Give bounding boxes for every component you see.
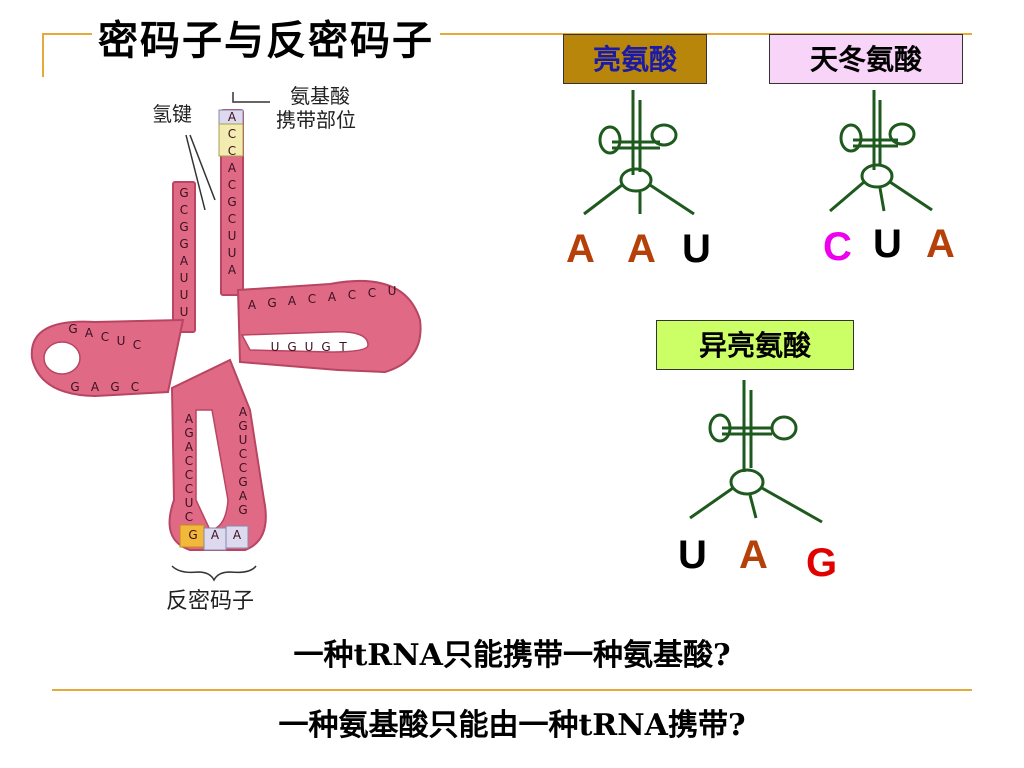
trna-base: C xyxy=(367,286,377,300)
trna-base: G xyxy=(287,340,297,354)
trna-base: C xyxy=(227,212,237,226)
trna-base: G xyxy=(184,426,194,440)
trna-base: C xyxy=(179,203,189,217)
trna-base: U xyxy=(238,433,248,447)
trna-base: U xyxy=(179,271,189,285)
trna-base: A xyxy=(227,110,237,124)
anticodon-base: A xyxy=(739,533,768,577)
trna-icon-isoleucine xyxy=(689,380,823,524)
trna-base: U xyxy=(184,496,194,510)
trna-base: G xyxy=(238,419,248,433)
trna-base: A xyxy=(90,380,100,394)
trna-base: G xyxy=(179,186,189,200)
trna-base: A xyxy=(84,326,94,340)
trna-base: C xyxy=(238,461,248,475)
trna-base: U xyxy=(116,334,126,348)
d-loop-hole xyxy=(43,341,81,375)
trna-base: G xyxy=(321,340,331,354)
trna-base: U xyxy=(270,340,280,354)
trna-base: A xyxy=(227,263,237,277)
trna-base: G xyxy=(267,296,277,310)
trna-base: A xyxy=(232,528,242,542)
amino-acid-label-leucine: 亮氨酸 xyxy=(563,34,707,84)
anticodon-base: A xyxy=(627,227,656,271)
trna-base: C xyxy=(130,380,140,394)
acceptor-cca-cells xyxy=(218,123,244,157)
trna-base: A xyxy=(287,294,297,308)
trna-icon-leucine xyxy=(583,90,695,216)
amino-acid-label-aspartic-acid: 天冬氨酸 xyxy=(769,34,963,84)
anticodon-base: U xyxy=(682,227,711,271)
trna-base: G xyxy=(227,195,237,209)
trna-base: A xyxy=(327,290,337,304)
anticodon-base: A xyxy=(566,227,595,271)
trna-icon-aspartic-acid xyxy=(829,90,933,213)
trna-base: A xyxy=(184,440,194,454)
d-arm xyxy=(30,318,185,398)
trna-base: T xyxy=(339,340,347,354)
anticodon-base: A xyxy=(926,222,955,266)
title-accent-bracket xyxy=(42,33,44,77)
trna-base: G xyxy=(238,475,248,489)
trna-base: A xyxy=(247,298,257,312)
trna-base: C xyxy=(227,144,237,158)
slide-title: 密码子与反密码子 xyxy=(92,8,440,66)
trna-base: U xyxy=(304,340,314,354)
trna-base: C xyxy=(227,127,237,141)
anticodon-base: U xyxy=(873,222,902,266)
trna-base: U xyxy=(227,229,237,243)
trna-base: U xyxy=(227,246,237,260)
trna-base: A xyxy=(184,412,194,426)
trna-base: G xyxy=(188,528,198,542)
trna-base: C xyxy=(184,468,194,482)
trna-base: C xyxy=(307,292,317,306)
anticodon-base: U xyxy=(678,533,707,577)
hydrogen-bond-pointer-2 xyxy=(189,134,216,201)
trna-base: C xyxy=(184,482,194,496)
amino-acid-label-isoleucine: 异亮氨酸 xyxy=(656,320,854,370)
trna-base: G xyxy=(238,503,248,517)
hydrogen-bond-label: 氢键 xyxy=(152,102,192,126)
trna-base: U xyxy=(179,305,189,319)
trna-base: G xyxy=(110,380,120,394)
trna-base: G xyxy=(68,322,78,336)
trna-base: C xyxy=(100,330,110,344)
trna-base: G xyxy=(179,237,189,251)
trna-base: G xyxy=(179,220,189,234)
amino-acid-site-pointer xyxy=(232,92,270,103)
trna-base: C xyxy=(184,454,194,468)
trna-base: A xyxy=(210,528,220,542)
trna-base: A xyxy=(238,489,248,503)
amino-acid-site-label-2: 携带部位 xyxy=(276,108,356,132)
trna-base: A xyxy=(238,405,248,419)
trna-base: C xyxy=(132,338,142,352)
divider-line xyxy=(52,689,972,691)
hydrogen-bond-pointer xyxy=(185,134,206,211)
question-1: 一种tRNA只能携带一种氨基酸? xyxy=(293,638,731,673)
acceptor-stem-left xyxy=(172,181,196,333)
trna-base: A xyxy=(227,161,237,175)
trna-base: U xyxy=(179,288,189,302)
anticodon-label: 反密码子 xyxy=(166,589,255,614)
trna-base: C xyxy=(347,288,357,302)
question-2: 一种氨基酸只能由一种tRNA携带? xyxy=(278,708,746,743)
amino-acid-site-label-1: 氨基酸 xyxy=(290,84,350,108)
anticodon-base: C xyxy=(823,225,852,269)
trna-base: A xyxy=(179,254,189,268)
anticodon-base: G xyxy=(806,541,838,585)
trna-base: U xyxy=(387,284,397,298)
anticodon-brace xyxy=(171,565,257,582)
title-accent-line xyxy=(42,33,972,35)
trna-base: C xyxy=(238,447,248,461)
trna-base: G xyxy=(70,380,80,394)
trna-base: C xyxy=(227,178,237,192)
trna-base: C xyxy=(184,510,194,524)
t-loop-hole xyxy=(240,331,369,353)
anticodon-highlight-3 xyxy=(225,525,249,549)
